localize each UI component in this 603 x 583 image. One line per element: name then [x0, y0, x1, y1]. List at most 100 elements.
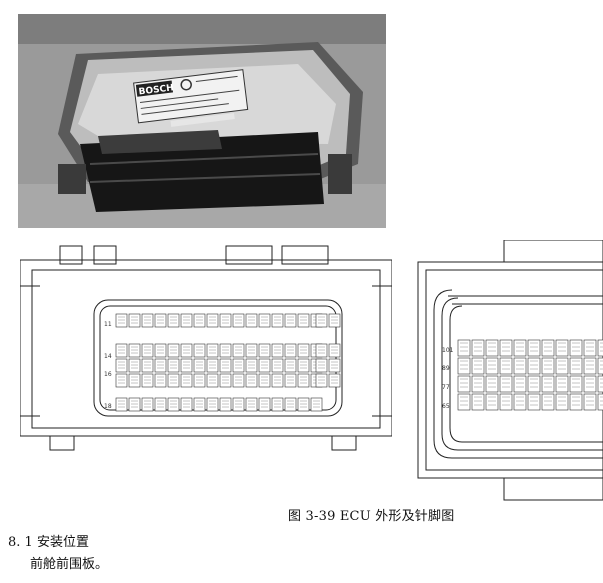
- pin-cell: [115, 397, 128, 412]
- pin-cell: [193, 397, 206, 412]
- pin-cell: [527, 339, 541, 357]
- left-row-numbers: 11 14 16 18: [104, 321, 112, 410]
- pin-cell: [597, 393, 603, 411]
- pin-cell: [583, 339, 597, 357]
- pin-cell: [258, 397, 271, 412]
- pin-cell: [180, 397, 193, 412]
- pin-cell: [569, 393, 583, 411]
- pin-cell: [457, 393, 471, 411]
- pin-cell: [284, 373, 297, 388]
- pin-cell: [583, 375, 597, 393]
- pin-cell: [499, 339, 513, 357]
- pin-cell: [115, 313, 128, 328]
- pin-cell: [245, 313, 258, 328]
- pin-cell: [193, 343, 206, 358]
- pin-cell: [583, 357, 597, 375]
- pin-cell: [271, 373, 284, 388]
- section-heading: 8. 1 安装位置: [8, 535, 89, 550]
- pin-cell: [471, 375, 485, 393]
- pin-cell: [154, 313, 167, 328]
- pin-cell: [284, 358, 297, 373]
- pin-cell: [328, 343, 341, 358]
- pin-cell: [284, 397, 297, 412]
- pin-cell: [271, 313, 284, 328]
- pin-cell: [297, 358, 310, 373]
- pin-cell: [232, 343, 245, 358]
- pin-cell: [315, 343, 328, 358]
- row-number: 11: [104, 321, 112, 328]
- pin-cell: [180, 373, 193, 388]
- pin-cell: [154, 373, 167, 388]
- pin-cell: [154, 358, 167, 373]
- pin-cell: [154, 397, 167, 412]
- pin-cell: [527, 393, 541, 411]
- pin-cell: [141, 313, 154, 328]
- pin-cell: [232, 397, 245, 412]
- pin-cell: [471, 357, 485, 375]
- pin-cell: [499, 393, 513, 411]
- pin-cell: [219, 358, 232, 373]
- row-number: 16: [104, 371, 112, 378]
- pin-cell: [206, 313, 219, 328]
- pin-cell: [541, 357, 555, 375]
- pin-cell: [245, 373, 258, 388]
- pin-cell: [457, 375, 471, 393]
- pin-cell: [485, 393, 499, 411]
- pin-cell: [569, 357, 583, 375]
- pin-cell: [141, 397, 154, 412]
- pin-cell: [457, 357, 471, 375]
- pin-cell: [597, 375, 603, 393]
- pin-cell: [180, 313, 193, 328]
- pin-cell: [245, 343, 258, 358]
- pin-cell: [115, 373, 128, 388]
- pin-cell: [485, 339, 499, 357]
- pin-cell: [258, 358, 271, 373]
- pin-cell: [485, 375, 499, 393]
- pin-cell: [115, 358, 128, 373]
- left-connector-diagram: 11 14 16 18: [20, 245, 392, 451]
- pin-cell: [297, 397, 310, 412]
- pin-cell: [180, 358, 193, 373]
- row-number: 101: [442, 347, 454, 354]
- pin-cell: [206, 358, 219, 373]
- pin-cell: [499, 357, 513, 375]
- pin-cell: [284, 343, 297, 358]
- pin-cell: [219, 373, 232, 388]
- pin-cell: [569, 339, 583, 357]
- pin-cell: [527, 375, 541, 393]
- right-row-numbers: 101 89 77 65: [442, 347, 454, 410]
- pin-cell: [513, 375, 527, 393]
- pin-cell: [471, 339, 485, 357]
- pin-cell: [328, 313, 341, 328]
- pin-cell: [569, 375, 583, 393]
- pin-cell: [541, 393, 555, 411]
- pin-cell: [555, 339, 569, 357]
- pin-cell: [206, 397, 219, 412]
- pin-cell: [141, 343, 154, 358]
- pin-cell: [115, 343, 128, 358]
- row-number: 18: [104, 403, 112, 410]
- pin-cell: [297, 313, 310, 328]
- pin-cell: [485, 357, 499, 375]
- pin-cell: [328, 373, 341, 388]
- pin-cell: [541, 339, 555, 357]
- pin-cell: [154, 343, 167, 358]
- pin-cell: [219, 397, 232, 412]
- pin-cell: [310, 397, 323, 412]
- pin-cell: [128, 313, 141, 328]
- left-pin-grid: [115, 313, 341, 412]
- pin-cell: [206, 373, 219, 388]
- pin-cell: [271, 358, 284, 373]
- row-number: 89: [442, 365, 450, 372]
- pin-cell: [555, 375, 569, 393]
- pin-cell: [128, 358, 141, 373]
- pin-cell: [141, 358, 154, 373]
- pin-cell: [271, 343, 284, 358]
- pin-cell: [297, 373, 310, 388]
- pin-cell: [457, 339, 471, 357]
- pin-cell: [167, 313, 180, 328]
- pin-cell: [541, 375, 555, 393]
- pin-cell: [167, 343, 180, 358]
- bosch-logo: BOSCH: [138, 83, 174, 97]
- pin-cell: [315, 373, 328, 388]
